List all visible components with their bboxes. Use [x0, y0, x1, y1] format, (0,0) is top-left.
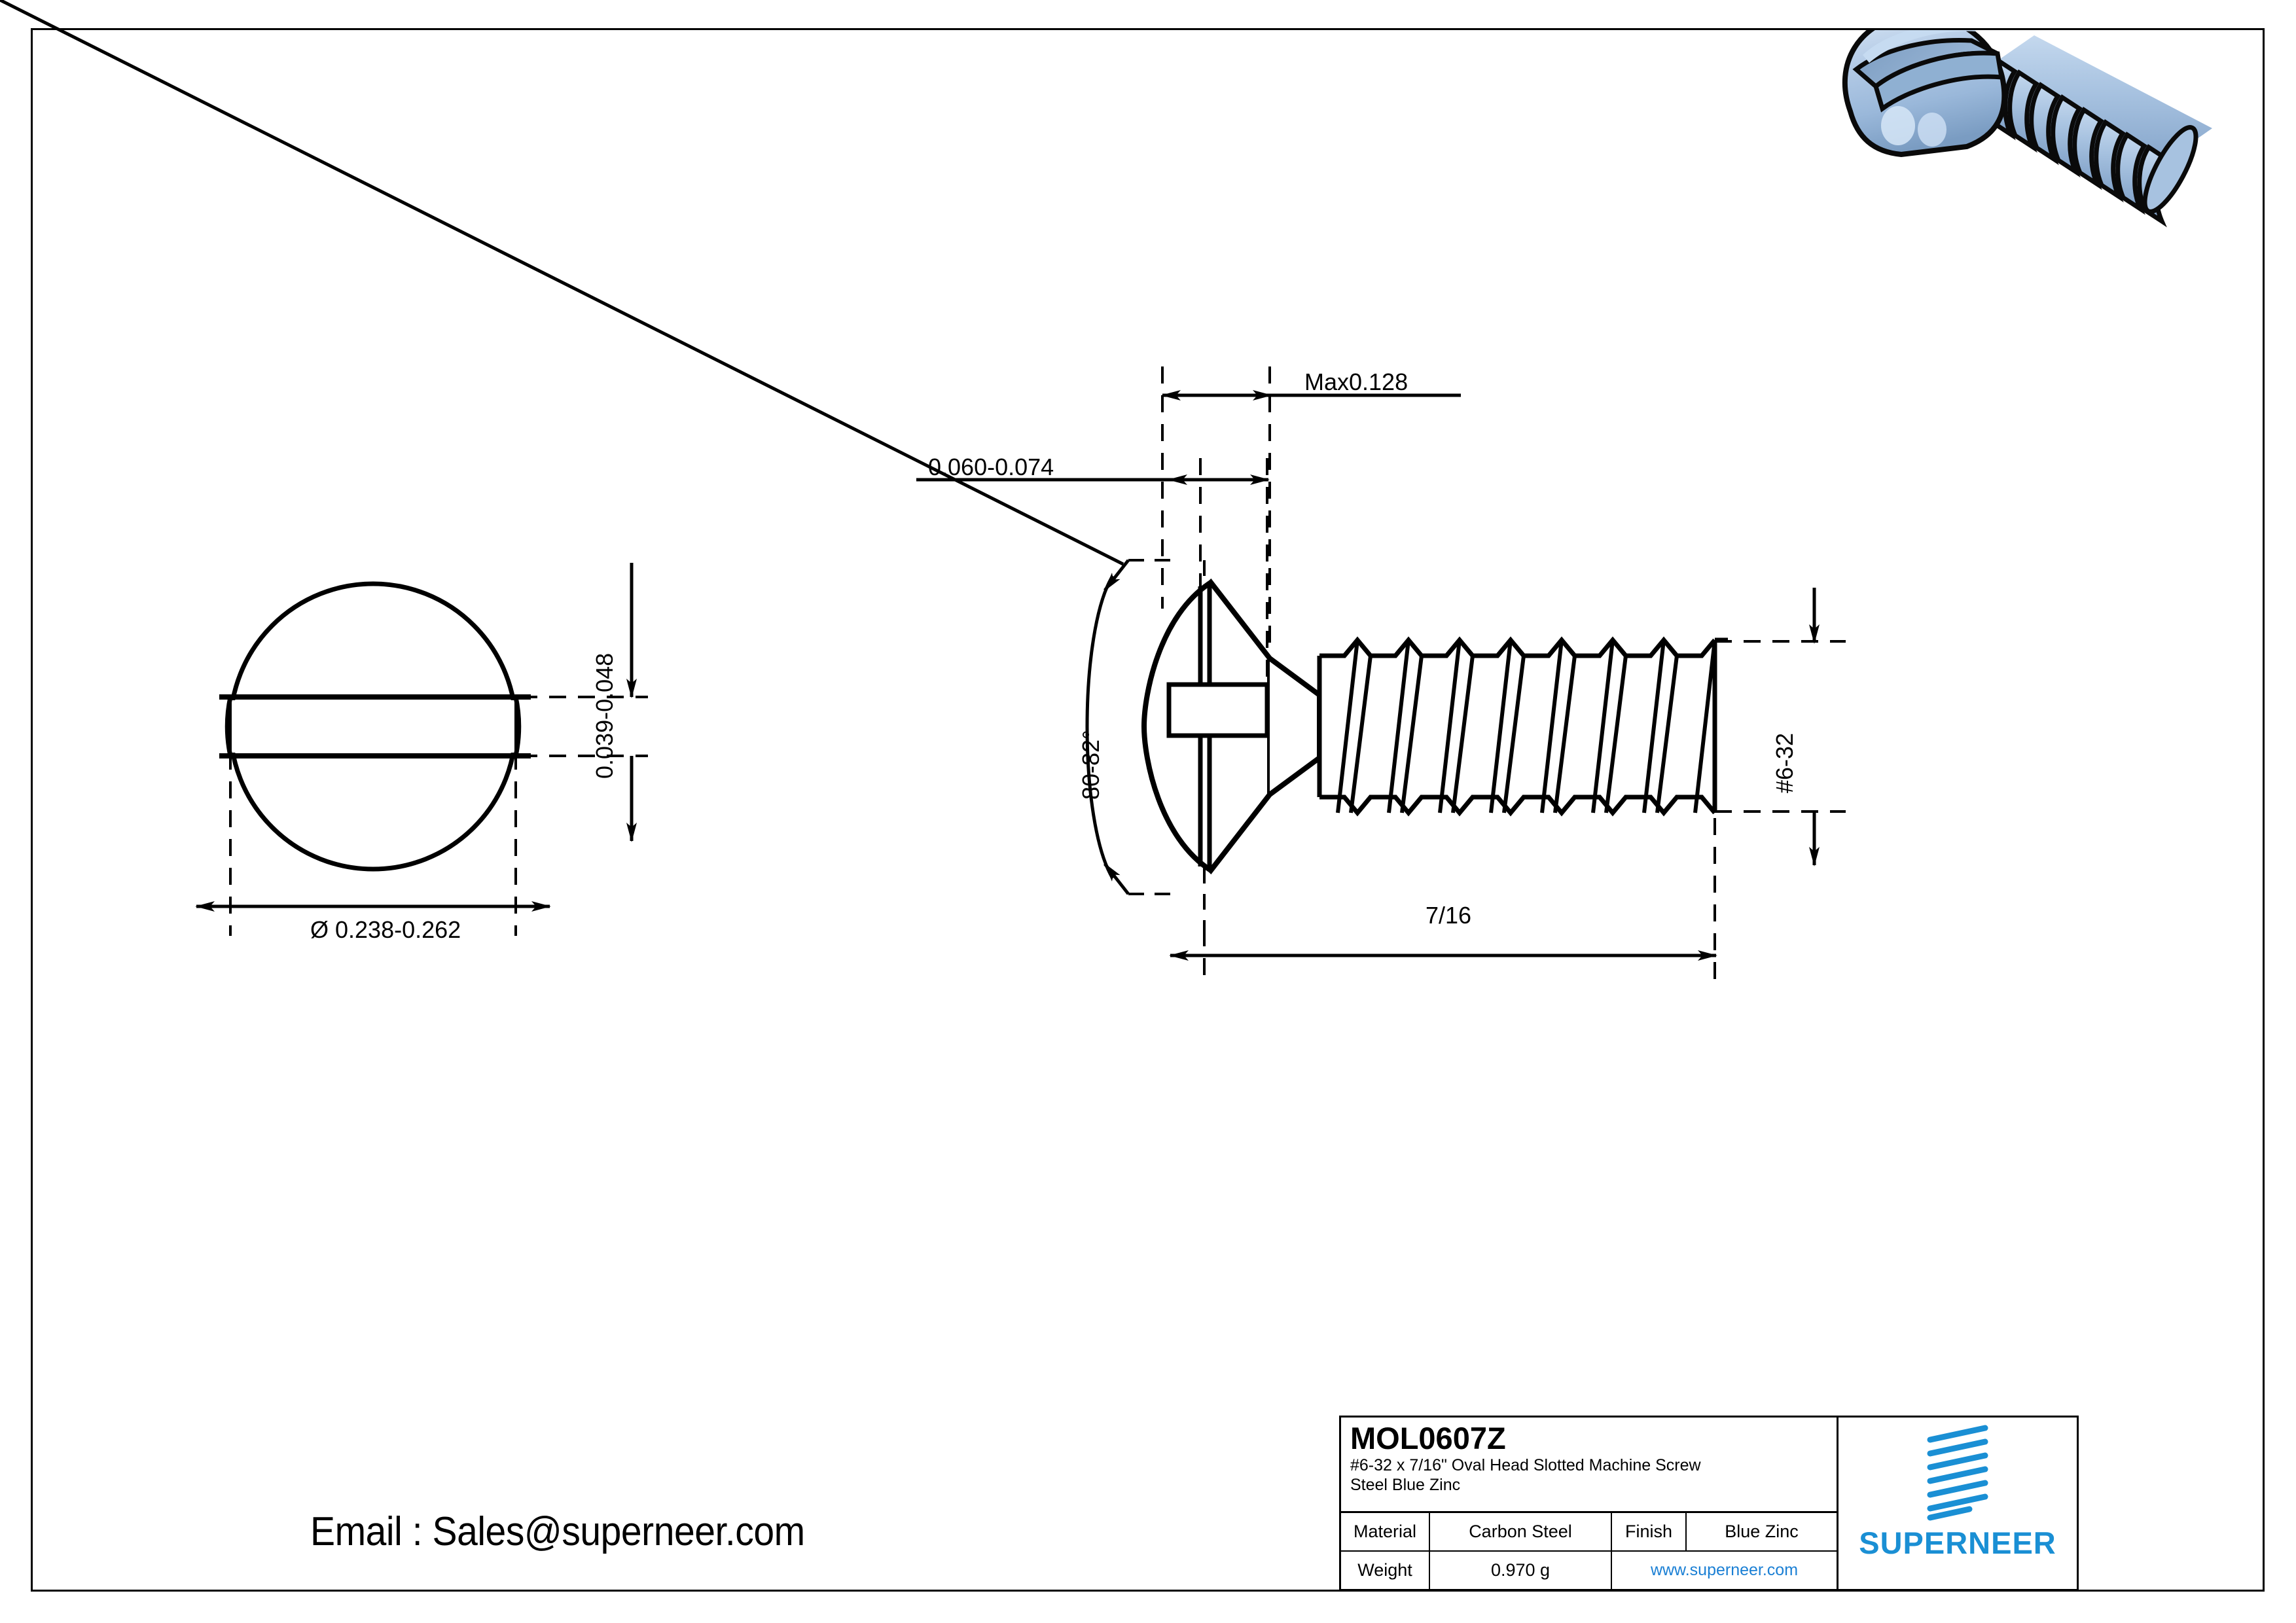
dim-head-diameter: Ø 0.238-0.262 — [310, 916, 461, 943]
side-view-oval-head-screw — [0, 0, 1846, 983]
dim-head-angle: 80-82° — [1077, 730, 1104, 800]
title-block: MOL0607Z #6-32 x 7/16" Oval Head Slotted… — [1339, 1416, 2079, 1591]
dim-screw-length: 7/16 — [1426, 902, 1472, 929]
website-link[interactable]: www.superneer.com — [1650, 1561, 1799, 1579]
dim-head-height-max: Max0.128 — [1304, 368, 1408, 395]
iso-shank-threads — [1960, 35, 2212, 228]
dim-slot-width: 0.039-0.048 — [591, 652, 618, 779]
part-description-line-2: Steel Blue Zinc — [1350, 1476, 1461, 1494]
title-block-main: MOL0607Z #6-32 x 7/16" Oval Head Slotted… — [1341, 1418, 1839, 1589]
brand-logo-cell: SUPERNEER — [1839, 1418, 2077, 1589]
material-value: Carbon Steel — [1430, 1513, 1612, 1550]
weight-value: 0.970 g — [1430, 1552, 1612, 1589]
spec-row-weight-website: Weight 0.970 g www.superneer.com — [1341, 1552, 1837, 1589]
weight-label: Weight — [1341, 1552, 1430, 1589]
part-description-line-1: #6-32 x 7/16" Oval Head Slotted Machine … — [1350, 1456, 1701, 1474]
spec-row-material-finish: Material Carbon Steel Finish Blue Zinc — [1341, 1513, 1837, 1552]
iso-3d-screw-render — [1842, 30, 2212, 228]
drawing-frame-border — [31, 28, 2265, 1592]
superneer-logo-icon — [1927, 1425, 1988, 1521]
brand-wordmark: SUPERNEER — [1859, 1525, 2056, 1560]
dim-thread-size: #6-32 — [1771, 732, 1798, 793]
title-block-description: MOL0607Z #6-32 x 7/16" Oval Head Slotted… — [1341, 1418, 1837, 1513]
side-view-thread — [1317, 636, 1728, 817]
material-label: Material — [1341, 1513, 1430, 1550]
dim-slot-depth: 0.060-0.074 — [928, 454, 1054, 480]
part-number: MOL0607Z — [1350, 1421, 1506, 1455]
front-view-slotted-head — [195, 563, 648, 936]
finish-label: Finish — [1612, 1513, 1687, 1550]
iso-oval-head — [1842, 30, 2007, 158]
email-contact-text: Email : Sales@superneer.com — [310, 1509, 805, 1554]
finish-value: Blue Zinc — [1725, 1522, 1799, 1541]
